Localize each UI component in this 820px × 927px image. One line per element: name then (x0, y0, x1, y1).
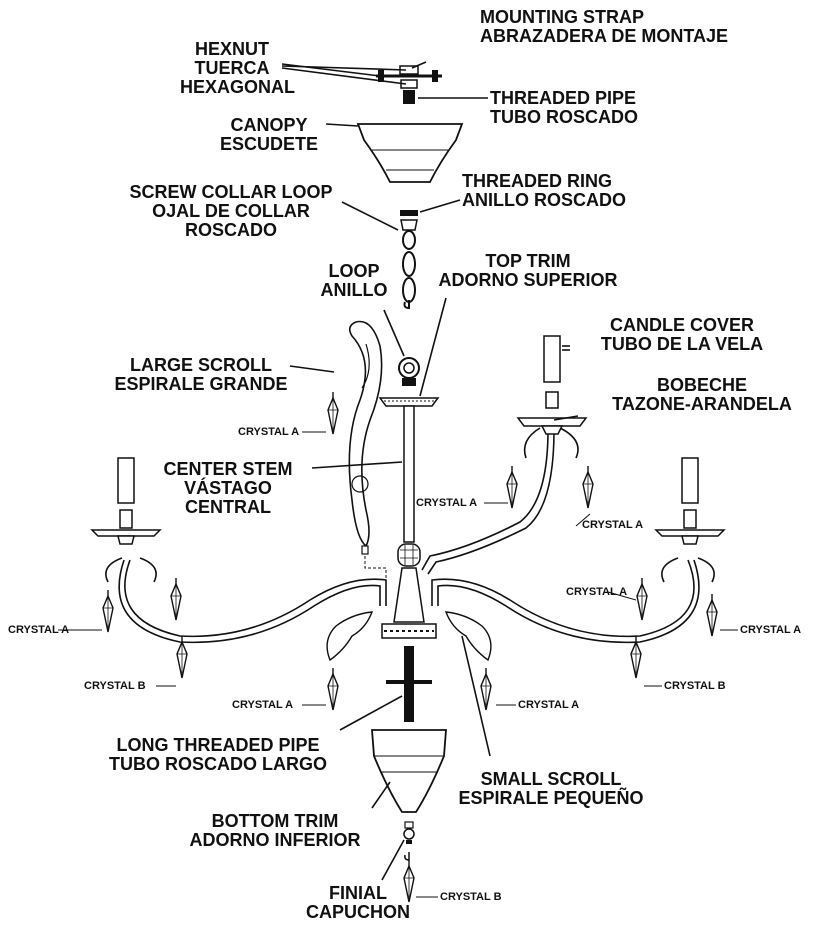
label-threaded-pipe: THREADED PIPE TUBO ROSCADO (490, 88, 638, 127)
label-top-trim: TOP TRIM ADORNO SUPERIOR (438, 251, 618, 290)
crystal-b-label: CRYSTAL B (84, 680, 146, 692)
threaded-pipe-part (403, 90, 415, 104)
canopy-part (356, 123, 464, 183)
crystal-a-label: CRYSTAL A (416, 497, 478, 509)
crystal-a-label: CRYSTAL A (8, 624, 70, 636)
label-candle-cover: CANDLE COVER TUBO DE LA VELA (600, 315, 764, 354)
crystal-a-label: CRYSTAL A (566, 586, 628, 598)
crystal-a-label: CRYSTAL A (518, 699, 580, 711)
loop-part (398, 357, 420, 386)
label-mounting-strap: MOUNTING STRAP ABRAZADERA DE MONTAJE (480, 7, 729, 46)
crystal-b-label: CRYSTAL B (664, 680, 726, 692)
crystal-a-label: CRYSTAL A (582, 519, 644, 531)
screw-collar-chain (400, 210, 418, 310)
small-scrolls (326, 611, 492, 662)
arms (105, 427, 715, 644)
label-small-scroll: SMALL SCROLL ESPIRALE PEQUEÑO (458, 769, 644, 808)
label-large-scroll: LARGE SCROLL ESPIRALE GRANDE (114, 355, 288, 394)
center-stem-part (381, 405, 437, 639)
label-canopy: CANOPY ESCUDETE (219, 115, 318, 154)
label-finial: FINIAL CAPUCHON (305, 883, 410, 922)
bottom-trim-part (371, 729, 447, 813)
label-long-threaded-pipe: LONG THREADED PIPE TUBO ROSCADO LARGO (109, 735, 327, 774)
top-trim-part (378, 397, 440, 407)
label-screw-collar-loop: SCREW COLLAR LOOP OJAL DE COLLAR ROSCADO (129, 182, 333, 240)
crystal-leaders (58, 431, 738, 898)
large-scroll-part (348, 320, 387, 604)
label-loop: LOOP ANILLO (320, 261, 388, 300)
crystal-b-label: CRYSTAL B (440, 891, 502, 903)
finial-part (403, 821, 415, 861)
long-threaded-pipe-part (386, 646, 432, 722)
label-hexnut: HEXNUT TUERCA HEXAGONAL (180, 39, 296, 97)
label-threaded-ring: THREADED RING ANILLO ROSCADO (462, 171, 626, 210)
label-center-stem: CENTER STEM VÁSTAGO CENTRAL (163, 459, 293, 517)
crystal-a-label: CRYSTAL A (232, 699, 294, 711)
leader-lines (281, 61, 579, 881)
label-bottom-trim: BOTTOM TRIM ADORNO INFERIOR (189, 811, 361, 850)
top-right-candle (516, 335, 588, 435)
right-candle (655, 457, 725, 545)
crystal-a-label: CRYSTAL A (238, 426, 300, 438)
crystal-a-label: CRYSTAL A (740, 624, 802, 636)
label-bobeche: BOBECHE TAZONE-ARANDELA (612, 375, 792, 414)
